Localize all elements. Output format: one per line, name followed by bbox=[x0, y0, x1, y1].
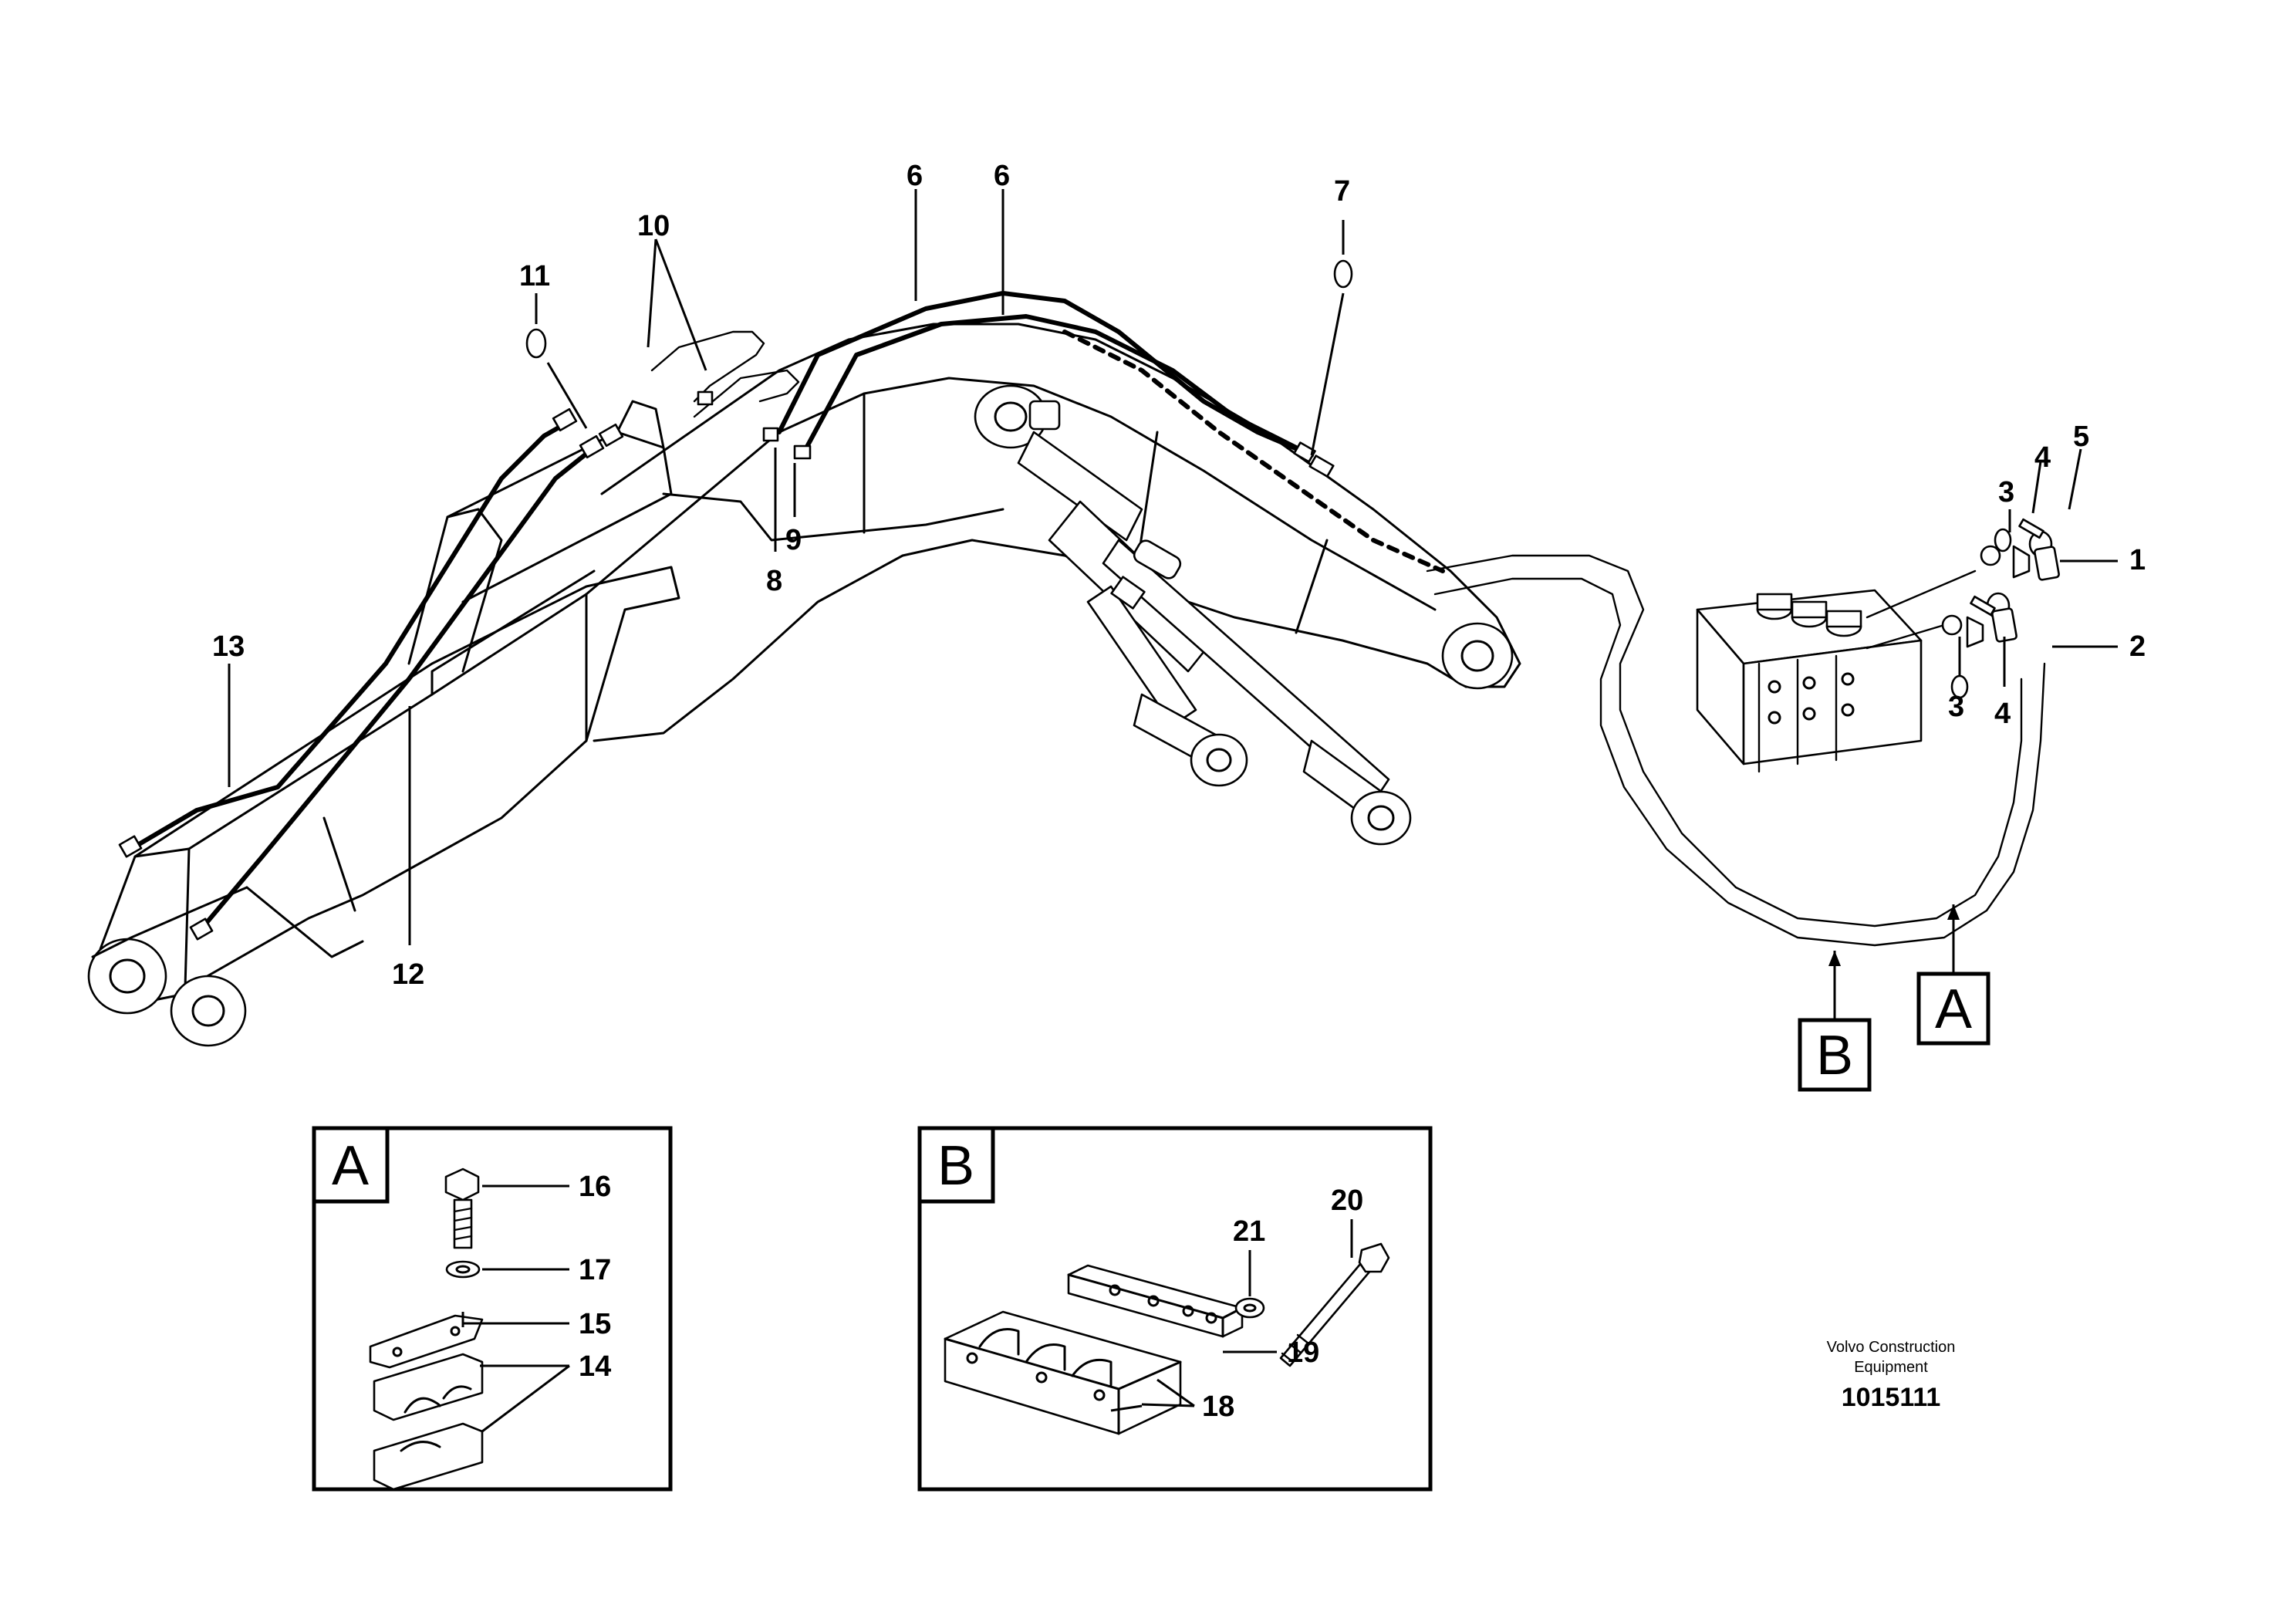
section-marker-b: B bbox=[1798, 1018, 1872, 1092]
marker-b-label: B bbox=[1816, 1025, 1853, 1086]
callout-8: 8 bbox=[766, 565, 782, 597]
callout-14: 14 bbox=[579, 1350, 611, 1383]
callout-17: 17 bbox=[579, 1254, 611, 1286]
caption-line-2: Equipment bbox=[1854, 1359, 1928, 1376]
detail-b-label: B bbox=[937, 1135, 974, 1197]
caption-block: Volvo Construction Equipment 1015111 bbox=[1827, 1339, 1956, 1412]
marker-a-label: A bbox=[1935, 978, 1972, 1040]
callout-4-upper: 4 bbox=[2034, 441, 2051, 474]
callout-21: 21 bbox=[1233, 1215, 1265, 1248]
callout-15: 15 bbox=[579, 1308, 611, 1340]
callout-3-upper: 3 bbox=[1998, 476, 2014, 509]
callout-10: 10 bbox=[637, 210, 670, 242]
detail-b-panel: B 21 20 19 18 bbox=[917, 1126, 1433, 1492]
o-ring-7 bbox=[1333, 259, 1353, 289]
callout-4-lower: 4 bbox=[1994, 698, 2011, 730]
callouts: 1 2 3 3 4 4 5 6 6 7 8 9 10 11 12 13 bbox=[212, 160, 2146, 991]
leader-lines bbox=[228, 189, 2118, 1019]
callout-13: 13 bbox=[212, 630, 245, 663]
callout-3-lower: 3 bbox=[1948, 691, 1964, 723]
callout-6-left: 6 bbox=[907, 160, 923, 192]
detail-a-label: A bbox=[332, 1135, 369, 1197]
callout-11: 11 bbox=[519, 260, 550, 292]
o-ring-3-upper bbox=[1994, 528, 2012, 552]
callout-9: 9 bbox=[785, 524, 802, 556]
callout-18: 18 bbox=[1202, 1391, 1234, 1423]
detail-a-panel: A 16 17 15 14 bbox=[312, 1126, 673, 1492]
boom-arm-assembly bbox=[87, 323, 1521, 1047]
o-ring-11 bbox=[525, 328, 547, 359]
o-ring-3-lower bbox=[1950, 674, 1969, 699]
callout-16: 16 bbox=[579, 1171, 611, 1203]
callout-19: 19 bbox=[1287, 1336, 1319, 1369]
callout-1: 1 bbox=[2129, 544, 2146, 576]
callout-12: 12 bbox=[392, 958, 424, 991]
diagram-code: 1015111 bbox=[1842, 1383, 1941, 1412]
callout-5: 5 bbox=[2073, 421, 2089, 453]
callout-2: 2 bbox=[2129, 630, 2146, 663]
hydraulic-lines bbox=[118, 291, 2046, 947]
callout-7: 7 bbox=[1334, 175, 1350, 208]
valve-block bbox=[1696, 518, 2060, 773]
section-marker-a: A bbox=[1916, 972, 1990, 1046]
callout-20: 20 bbox=[1331, 1184, 1363, 1217]
callout-6-right: 6 bbox=[994, 160, 1010, 192]
caption-line-1: Volvo Construction bbox=[1827, 1339, 1956, 1356]
